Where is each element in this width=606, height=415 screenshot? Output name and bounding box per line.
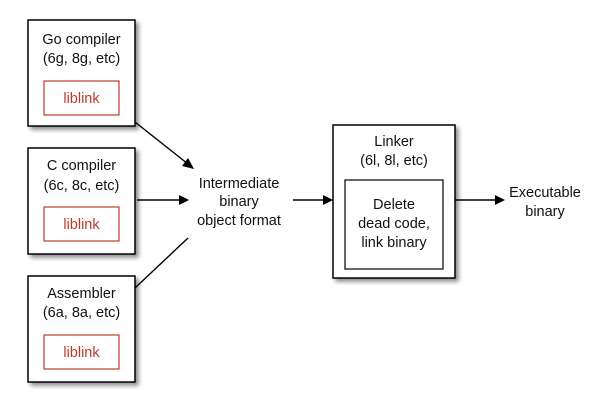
linker-inner-line-2: dead code, [358, 216, 430, 232]
arrowhead-go-compiler [182, 158, 194, 169]
assembler-liblink-label: liblink [63, 345, 100, 361]
c-compiler-liblink-box [43, 206, 120, 242]
linker-title: Linker [374, 134, 414, 150]
go-compiler-title: Go compiler [42, 32, 120, 48]
assembler-liblink-box [43, 334, 120, 370]
go-compiler-liblink-label: liblink [63, 91, 100, 107]
assembler-subtitle: (6a, 8a, etc) [43, 305, 120, 321]
linker-inner-box [344, 179, 444, 270]
linker-inner-line-1: Delete [373, 197, 415, 213]
go-compiler-node: Go compiler (6g, 8g, etc) liblink [27, 19, 136, 127]
arrowhead-assembler [184, 232, 194, 245]
edge-assembler-to-intermediate [134, 237, 189, 289]
linker-node: Linker (6l, 8l, etc) Delete dead code, l… [332, 124, 456, 279]
edges [134, 121, 505, 289]
executable-line-1: Executable [509, 185, 581, 201]
linker-subtitle: (6l, 8l, etc) [360, 153, 428, 169]
c-compiler-title: C compiler [47, 158, 116, 174]
intermediate-format-label: Intermediate binary object format [197, 176, 281, 229]
assembler-title: Assembler [47, 286, 116, 302]
intermediate-line-2: binary [219, 194, 259, 210]
intermediate-line-3: object format [197, 213, 281, 229]
c-compiler-liblink-label: liblink [63, 217, 100, 233]
c-compiler-subtitle: (6c, 8c, etc) [44, 178, 120, 194]
edge-go-compiler-to-intermediate [134, 121, 189, 165]
assembler-node: Assembler (6a, 8a, etc) liblink [27, 275, 136, 383]
c-compiler-node: C compiler (6c, 8c, etc) liblink [27, 147, 136, 255]
executable-line-2: binary [525, 204, 565, 220]
linker-inner-line-3: link binary [361, 235, 427, 251]
go-compiler-liblink-box [43, 80, 120, 116]
arrowhead-linker [323, 195, 333, 205]
intermediate-line-1: Intermediate [199, 176, 280, 192]
arrowhead-executable [495, 195, 505, 205]
arrowhead-c-compiler [179, 195, 189, 205]
executable-label: Executable binary [509, 185, 581, 220]
go-compiler-subtitle: (6g, 8g, etc) [43, 51, 120, 67]
